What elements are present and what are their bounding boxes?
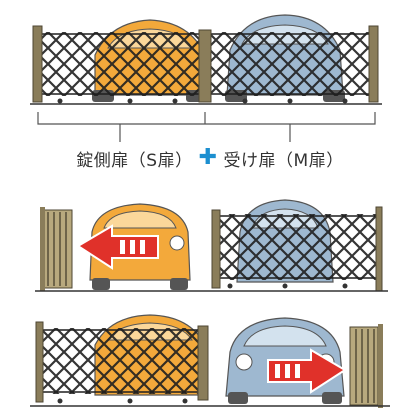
latch-side-label: 錠側扉（S扉）	[76, 150, 193, 171]
open-arrow-left	[76, 224, 159, 270]
plus-icon: ✚	[198, 145, 218, 170]
row-latch-open	[35, 199, 388, 292]
gate-caption: 錠側扉（S扉） ✚ 受け扉（M扉）	[0, 144, 420, 172]
receiver-side-label: 受け扉（M扉）	[223, 150, 344, 171]
row-closed	[30, 14, 382, 142]
open-arrow-right	[267, 348, 347, 394]
row-receiver-open	[30, 314, 390, 408]
